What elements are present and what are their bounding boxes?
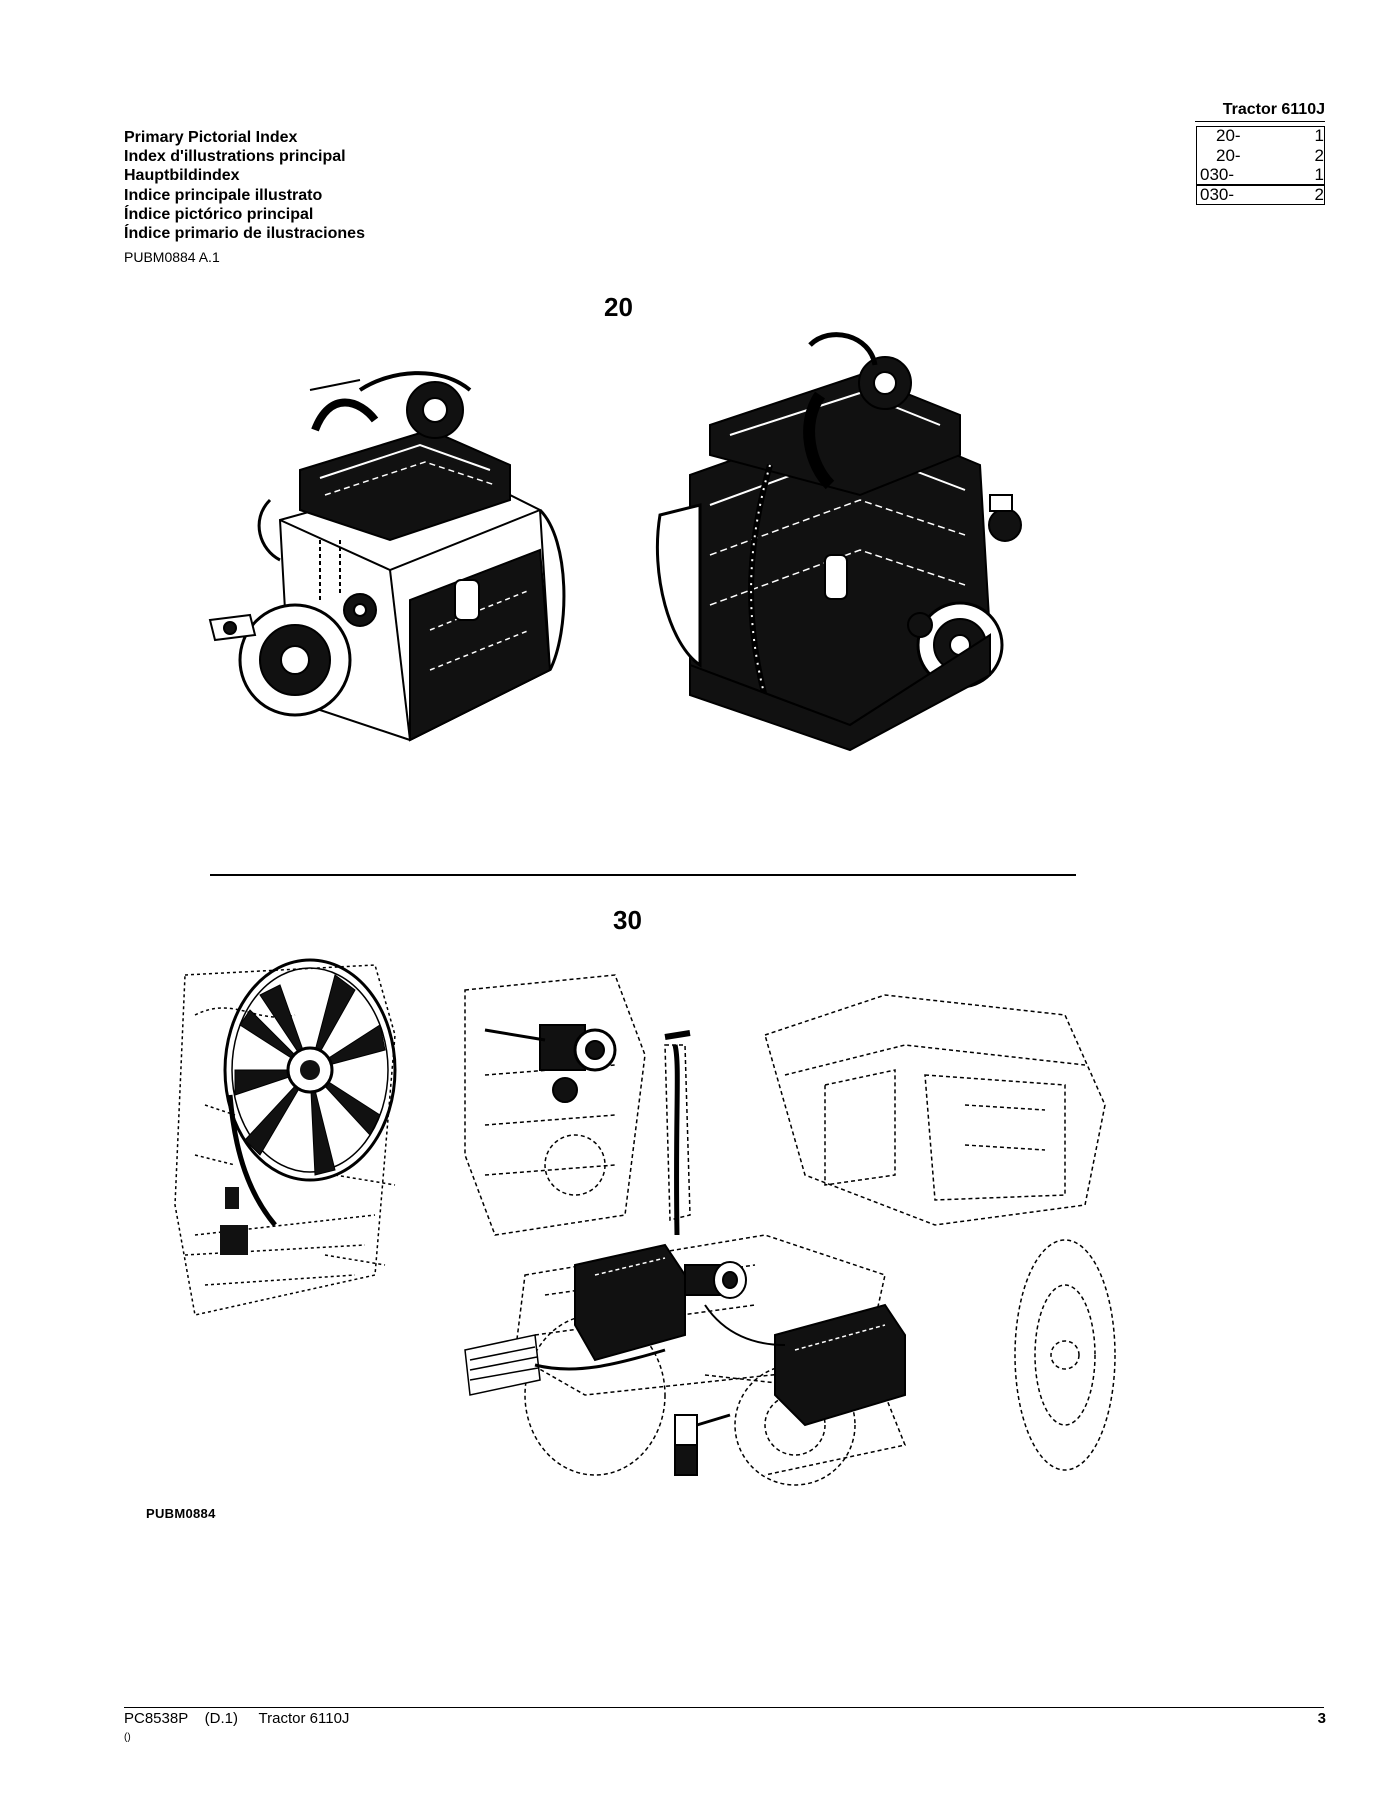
section-divider [210, 874, 1076, 876]
footer-rev: (D.1) [204, 1710, 238, 1727]
footer-text: PC8538P (D.1) Tractor 6110J [124, 1710, 349, 1727]
index-row[interactable]: 20- 2 [1198, 146, 1326, 166]
engine-illustration-left[interactable] [208, 370, 600, 770]
title-en: Primary Pictorial Index [124, 129, 298, 146]
title-fr: Index d'illustrations principal [124, 148, 346, 166]
footer-rule [124, 1707, 1324, 1708]
section-number-30[interactable]: 30 [613, 905, 642, 935]
index-group: 20- [1216, 145, 1241, 165]
title-es: Índice primario de ilustraciones [124, 225, 365, 243]
index-page: 2 [1314, 145, 1324, 165]
index-page: 1 [1314, 165, 1324, 184]
index-row[interactable]: 030- 1 [1198, 165, 1326, 185]
tractor-illustration[interactable] [464, 974, 1116, 1490]
title-de: Hauptbildindex [124, 167, 240, 185]
fan-illustration[interactable] [174, 955, 405, 1355]
figure-label: PUBM0884 [146, 1506, 216, 1521]
footer-sub: () [124, 1732, 131, 1743]
index-box-top [1196, 126, 1325, 186]
index-group: 20- [1216, 126, 1241, 145]
section-number-20[interactable]: 20 [604, 292, 633, 322]
index-table: 20- 1 20- 2 030- 1 030- 2 [1196, 126, 1326, 205]
footer-model: Tractor 6110J [258, 1710, 350, 1727]
index-page: 2 [1314, 184, 1324, 204]
index-row[interactable]: 20- 1 [1198, 126, 1326, 146]
index-box-bottom [1196, 184, 1325, 205]
footer-pub: PC8538P [124, 1710, 188, 1727]
engine-illustration-right[interactable] [655, 332, 1060, 755]
page-number: 3 [1317, 1710, 1326, 1727]
index-page: 1 [1314, 126, 1324, 145]
index-row[interactable]: 030- 2 [1198, 185, 1326, 205]
title-pt: Índice pictórico principal [124, 205, 314, 223]
index-group: 030- [1200, 165, 1235, 184]
doc-ref: PUBM0884 A.1 [124, 249, 220, 265]
header-rule [1195, 121, 1325, 122]
title-it: Indice principale illustrato [124, 186, 323, 204]
header-model: Tractor 6110J [1222, 101, 1325, 118]
index-titles: Primary Pictorial Index Index d'illustra… [124, 128, 365, 243]
index-group: 030- [1200, 184, 1235, 204]
